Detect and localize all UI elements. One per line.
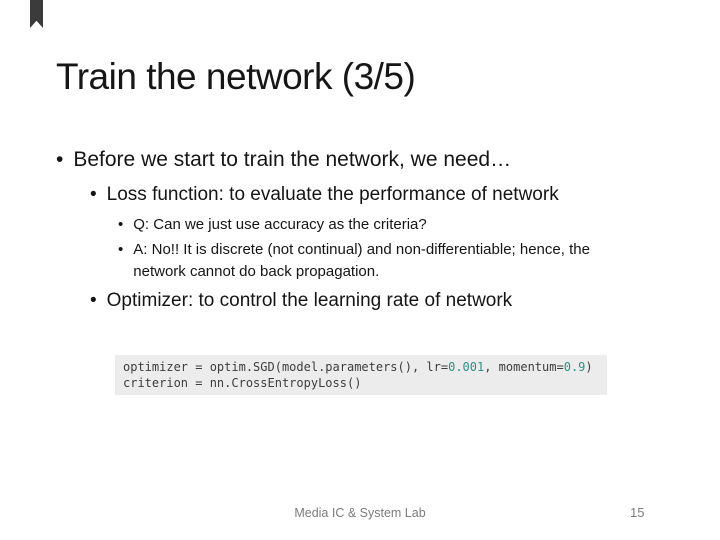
bookmark-ribbon-icon[interactable] bbox=[30, 0, 43, 28]
code-snippet: optimizer = optim.SGD(model.parameters()… bbox=[115, 355, 607, 395]
footer-lab-name: Media IC & System Lab bbox=[294, 506, 426, 520]
slide-page-number: 15 bbox=[630, 505, 645, 520]
bullet-text: Before we start to train the network, we… bbox=[73, 148, 512, 171]
code-line: criterion = nn.CrossEntropyLoss() bbox=[123, 376, 362, 390]
bullet-icon: • bbox=[90, 290, 97, 311]
bullet-text: Optimizer: to control the learning rate … bbox=[106, 290, 513, 311]
bullet-icon: • bbox=[118, 241, 124, 258]
bullet-item-level2: • Optimizer: to control the learning rat… bbox=[0, 289, 720, 313]
bullet-item-level3: • A: No!! It is discrete (not continual)… bbox=[0, 239, 720, 283]
code-line: optimizer = optim.SGD(model.parameters()… bbox=[123, 360, 593, 374]
bullet-list: • Before we start to train the network, … bbox=[0, 146, 720, 313]
bullet-icon: • bbox=[90, 184, 97, 205]
bullet-text: Loss function: to evaluate the performan… bbox=[106, 184, 559, 205]
bullet-icon: • bbox=[118, 216, 124, 233]
bullet-text: Q: Can we just use accuracy as the crite… bbox=[133, 216, 427, 233]
slide-title: Train the network (3/5) bbox=[56, 56, 416, 97]
bullet-item-level2: • Loss function: to evaluate the perform… bbox=[0, 183, 720, 207]
bullet-icon: • bbox=[56, 148, 64, 171]
bullet-text: A: No!! It is discrete (not continual) a… bbox=[133, 241, 590, 280]
bullet-item-level1: • Before we start to train the network, … bbox=[0, 146, 720, 174]
bullet-item-level3: • Q: Can we just use accuracy as the cri… bbox=[0, 214, 720, 236]
